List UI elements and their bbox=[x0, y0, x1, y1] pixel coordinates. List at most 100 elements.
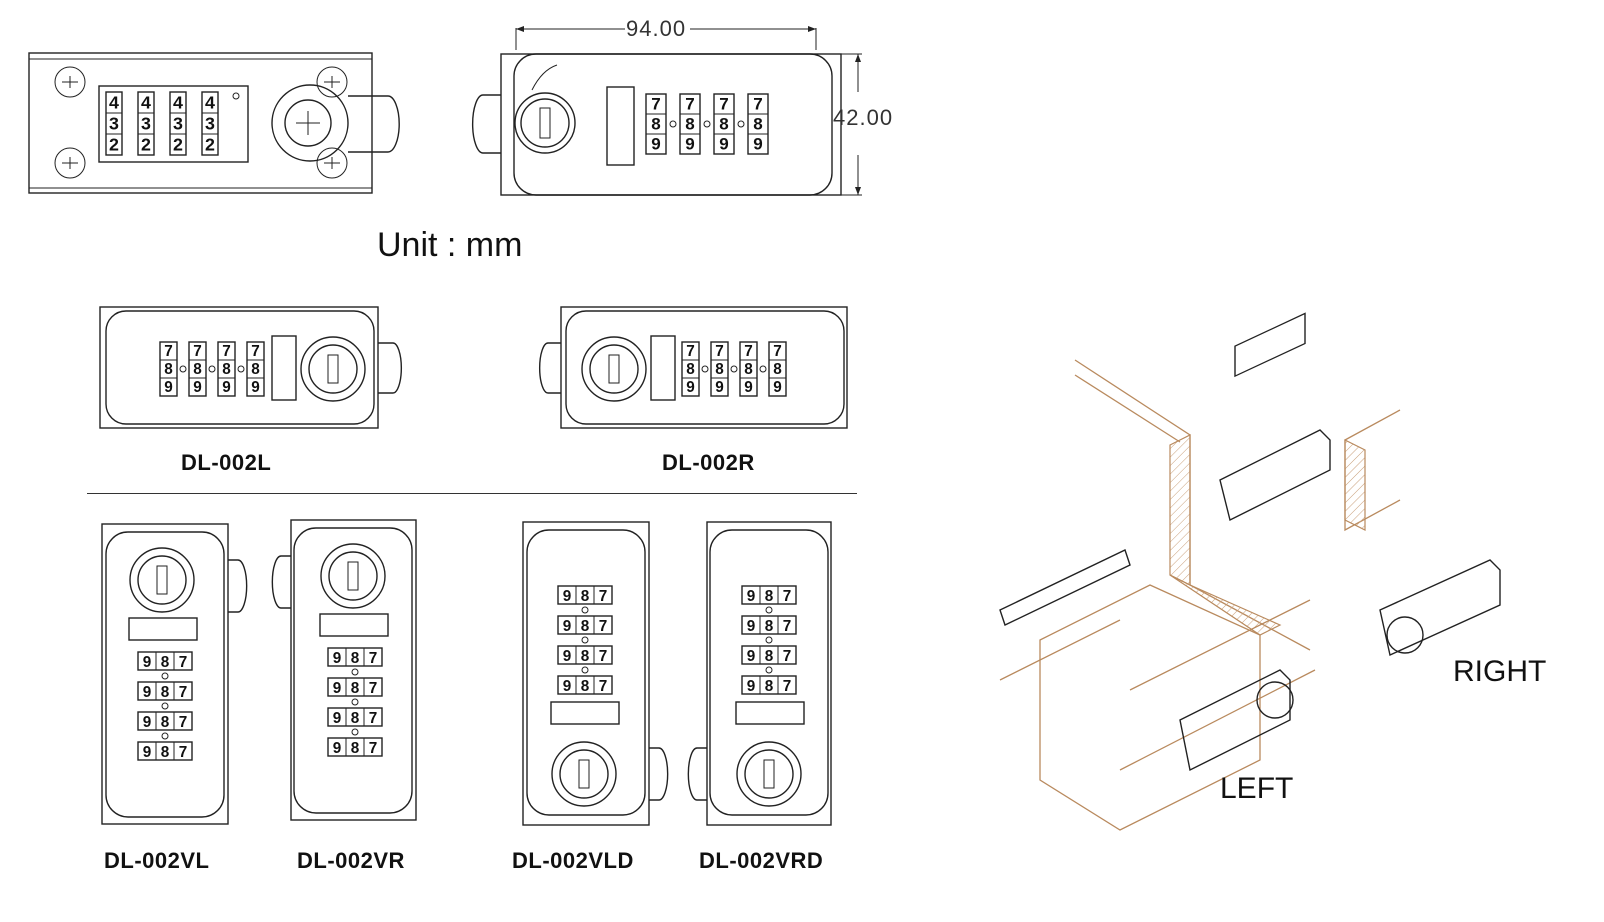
combination-wheel[interactable]: 432 bbox=[169, 91, 187, 156]
model-label-dl-002vl: DL-002VL bbox=[104, 848, 210, 873]
wheel-digit: 7 bbox=[753, 95, 762, 114]
wheel-separator-dot bbox=[730, 365, 738, 373]
wheel-digit: 8 bbox=[351, 650, 360, 667]
wheel-digit: 9 bbox=[222, 379, 231, 396]
wheel-separator-dot bbox=[703, 120, 711, 128]
wheel-digit: 2 bbox=[141, 134, 151, 154]
wheel-digit: 7 bbox=[599, 618, 608, 635]
wheel-digit: 9 bbox=[685, 135, 694, 154]
wheel-separator-dot bbox=[765, 606, 773, 614]
wheel-digit: 8 bbox=[581, 678, 590, 695]
wheel-digit: 7 bbox=[599, 648, 608, 665]
wheel-digit: 7 bbox=[164, 343, 173, 360]
wheel-digit: 8 bbox=[193, 361, 202, 378]
wheel-separator-dot bbox=[237, 365, 245, 373]
wheel-digit: 7 bbox=[369, 740, 378, 757]
combination-wheel[interactable]: 789 bbox=[159, 341, 178, 397]
wheel-digit: 8 bbox=[161, 744, 170, 761]
combination-wheel[interactable]: 789 bbox=[768, 341, 787, 397]
width-dimension: 94.00 bbox=[626, 16, 687, 41]
wheel-digit: 7 bbox=[179, 654, 188, 671]
wheel-digit: 9 bbox=[193, 379, 202, 396]
wheel-digit: 8 bbox=[161, 684, 170, 701]
combination-wheel[interactable]: 789 bbox=[747, 93, 769, 155]
wheel-digit: 8 bbox=[161, 654, 170, 671]
wheel-digit: 7 bbox=[193, 343, 202, 360]
model-label-dl-002vr: DL-002VR bbox=[297, 848, 405, 873]
wheel-digit: 8 bbox=[581, 648, 590, 665]
wheel-digit: 8 bbox=[765, 678, 774, 695]
wheel-digit: 4 bbox=[141, 92, 151, 112]
wheel-digit: 8 bbox=[351, 710, 360, 727]
combination-wheel[interactable]: 789 bbox=[645, 93, 667, 155]
installation-diagram bbox=[999, 312, 1501, 831]
combination-wheel[interactable]: 789 bbox=[188, 341, 207, 397]
wheel-digit: 7 bbox=[783, 618, 792, 635]
combination-wheel[interactable]: 789 bbox=[681, 341, 700, 397]
combination-wheel[interactable]: 789 bbox=[713, 93, 735, 155]
installation-label-right: RIGHT bbox=[1453, 655, 1547, 688]
combination-wheel[interactable]: 789 bbox=[246, 341, 265, 397]
wheel-digit: 7 bbox=[369, 680, 378, 697]
wheel-separator-dot bbox=[351, 698, 359, 706]
wheel-digit: 2 bbox=[205, 134, 215, 154]
wheel-digit: 8 bbox=[686, 361, 695, 378]
wheel-separator-dot bbox=[581, 606, 589, 614]
wheel-digit: 8 bbox=[164, 361, 173, 378]
model-label-dl-002r: DL-002R bbox=[662, 450, 755, 475]
combination-wheel[interactable]: 789 bbox=[739, 341, 758, 397]
combination-wheel[interactable]: 432 bbox=[201, 91, 219, 156]
wheel-separator-dot bbox=[351, 728, 359, 736]
combination-wheel[interactable]: 432 bbox=[105, 91, 123, 156]
wheel-digit: 9 bbox=[333, 740, 342, 757]
wheel-digit: 8 bbox=[651, 115, 660, 134]
wheel-digit: 9 bbox=[333, 710, 342, 727]
wheel-separator-dot bbox=[351, 668, 359, 676]
wheel-digit: 9 bbox=[773, 379, 782, 396]
wheel-digit: 9 bbox=[143, 744, 152, 761]
combination-wheel[interactable]: 432 bbox=[137, 91, 155, 156]
wheel-separator-dot bbox=[208, 365, 216, 373]
combination-wheel[interactable]: 789 bbox=[710, 341, 729, 397]
combination-wheel[interactable]: 789 bbox=[679, 93, 701, 155]
wheel-separator-dot bbox=[765, 636, 773, 644]
wheel-separator-dot bbox=[759, 365, 767, 373]
wheel-digit: 9 bbox=[744, 379, 753, 396]
wheel-digit: 8 bbox=[581, 618, 590, 635]
wheel-separator-dot bbox=[765, 666, 773, 674]
wheel-digit: 9 bbox=[747, 618, 756, 635]
wheel-digit: 7 bbox=[222, 343, 231, 360]
combination-wheel[interactable]: 789 bbox=[217, 341, 236, 397]
wheel-digit: 7 bbox=[773, 343, 782, 360]
wheel-digit: 9 bbox=[563, 678, 572, 695]
wheel-separator-dot bbox=[701, 365, 709, 373]
wheel-digit: 8 bbox=[161, 714, 170, 731]
wheel-digit: 2 bbox=[109, 134, 119, 154]
wheel-digit: 7 bbox=[179, 684, 188, 701]
wheel-digit: 7 bbox=[179, 714, 188, 731]
model-label-dl-002vrd: DL-002VRD bbox=[699, 848, 824, 873]
wheel-digit: 8 bbox=[581, 588, 590, 605]
wheel-digit: 7 bbox=[783, 648, 792, 665]
wheel-digit: 7 bbox=[744, 343, 753, 360]
wheel-digit: 3 bbox=[173, 113, 183, 133]
